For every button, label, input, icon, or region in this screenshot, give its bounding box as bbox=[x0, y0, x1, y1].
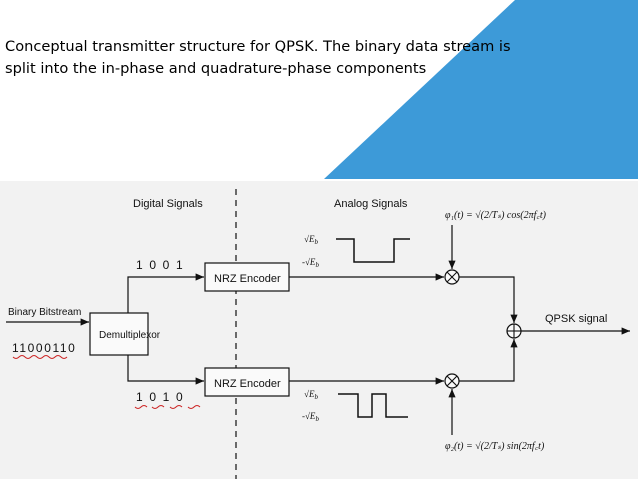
upper-level-neg: -√Eb bbox=[302, 257, 319, 269]
nrz-encoder-lower bbox=[204, 367, 290, 397]
nrz-encoder-lower-label: NRZ Encoder bbox=[214, 378, 281, 390]
demultiplexor-label: Demultiplexor bbox=[99, 330, 161, 341]
phi2-formula: φ₂(t) = √(2/Tₛ) sin(2πf꜀t) bbox=[445, 441, 545, 452]
multiply-circle-icon bbox=[444, 269, 460, 285]
analog-signals-label: Analog Signals bbox=[334, 198, 408, 210]
multiply-circle-icon bbox=[444, 373, 460, 389]
nrz-encoder-upper bbox=[204, 262, 290, 292]
upper-bits: 1 0 0 1 bbox=[136, 258, 183, 272]
lower-bits-underline bbox=[134, 405, 201, 409]
phi1-formula: φ₁(t) = √(2/Tₛ) cos(2πf꜀t) bbox=[445, 210, 547, 221]
lower-branch-line bbox=[127, 355, 204, 385]
lower-level-pos: √Eb bbox=[304, 389, 318, 401]
qpsk-transmitter-diagram: Digital Signals Analog Signals Binary Bi… bbox=[0, 181, 638, 479]
qpsk-signal-label: QPSK signal bbox=[545, 313, 607, 325]
binary-bitstream-label: Binary Bitstream bbox=[8, 307, 81, 318]
caption: Conceptual transmitter structure for QPS… bbox=[5, 36, 605, 80]
demultiplexor-box bbox=[89, 312, 149, 356]
digital-signals-label: Digital Signals bbox=[133, 198, 203, 210]
sum-circle-icon bbox=[506, 323, 522, 339]
input-bits-underline bbox=[12, 355, 68, 359]
upper-level-pos: √Eb bbox=[304, 234, 318, 246]
caption-line-2: split into the in-phase and quadrature-p… bbox=[5, 60, 427, 77]
upper-branch-line bbox=[127, 273, 204, 313]
upper-nrz-waveform bbox=[336, 238, 410, 263]
upper-to-sum-line bbox=[459, 276, 518, 323]
lower-nrz-waveform bbox=[338, 393, 408, 418]
input-bits: 11000110 bbox=[12, 341, 76, 355]
lower-level-neg: -√Eb bbox=[302, 411, 319, 423]
nrz-encoder-upper-label: NRZ Encoder bbox=[214, 273, 281, 285]
caption-line-1: Conceptual transmitter structure for QPS… bbox=[5, 38, 511, 55]
lower-to-sum-line bbox=[459, 339, 518, 382]
lower-bits: 1 0 1 0 bbox=[136, 390, 183, 404]
